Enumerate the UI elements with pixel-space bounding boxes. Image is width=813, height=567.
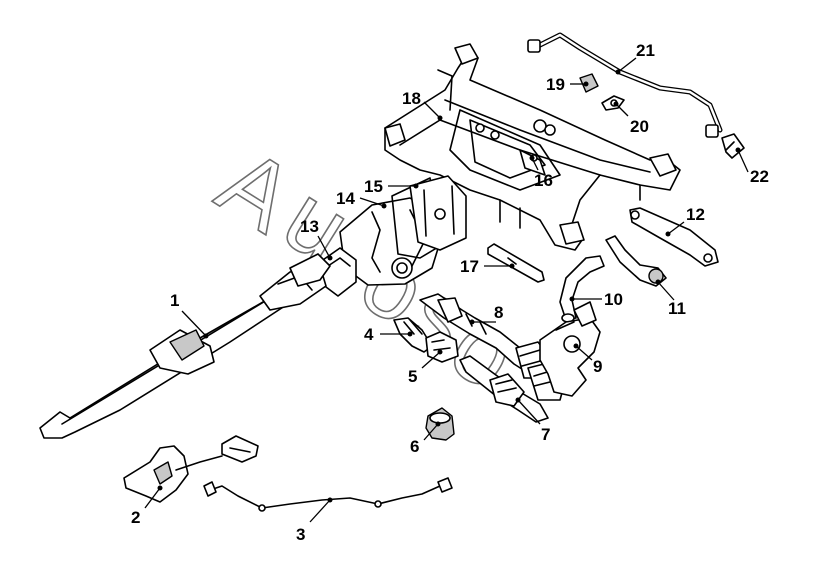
callout-label-7: 7 — [541, 425, 550, 444]
callout-label-6: 6 — [410, 437, 419, 456]
part-stabilizer-bar — [527, 32, 723, 138]
callout-label-2: 2 — [131, 508, 140, 527]
callout-label-15: 15 — [364, 177, 383, 196]
callout-label-1: 1 — [170, 291, 179, 310]
part-differential-cover — [409, 175, 467, 251]
callout-17: 17 — [460, 257, 515, 276]
callout-label-5: 5 — [408, 367, 417, 386]
callout-label-19: 19 — [546, 75, 565, 94]
callout-label-9: 9 — [593, 357, 602, 376]
callout-10: 10 — [569, 290, 623, 309]
part-hub-carrier — [539, 301, 601, 397]
callout-18: 18 — [402, 89, 443, 121]
callout-1: 1 — [170, 291, 209, 339]
callout-label-13: 13 — [300, 217, 319, 236]
callout-label-14: 14 — [336, 189, 355, 208]
part-heat-shield — [123, 435, 259, 503]
callout-4: 4 — [364, 325, 413, 344]
callout-8: 8 — [469, 303, 503, 325]
callout-7: 7 — [515, 397, 550, 444]
callout-label-16: 16 — [534, 171, 553, 190]
callout-label-18: 18 — [402, 89, 421, 108]
callout-5: 5 — [408, 349, 443, 386]
part-lower-arm — [605, 235, 667, 287]
part-propeller-shaft — [39, 253, 331, 439]
part-rear-subframe — [384, 43, 681, 251]
callout-13: 13 — [300, 217, 333, 261]
callout-16: 16 — [529, 155, 553, 190]
part-cv-joint-boot — [393, 317, 459, 363]
callout-3: 3 — [296, 497, 333, 544]
callout-20: 20 — [613, 101, 649, 136]
callout-label-10: 10 — [604, 290, 623, 309]
callout-9: 9 — [573, 343, 602, 376]
callout-label-21: 21 — [636, 41, 655, 60]
callout-2: 2 — [131, 485, 163, 527]
callout-15: 15 — [364, 177, 419, 196]
part-sensor-cable — [203, 477, 453, 512]
part-bushing-19 — [579, 73, 599, 93]
part-gasket — [391, 177, 441, 259]
callout-label-20: 20 — [630, 117, 649, 136]
callout-11: 11 — [655, 279, 686, 318]
part-adjustable-link — [487, 243, 545, 283]
callout-label-22: 22 — [750, 167, 769, 186]
callout-label-8: 8 — [494, 303, 503, 322]
callout-label-12: 12 — [686, 205, 705, 224]
part-upper-control-arm — [629, 207, 719, 267]
callout-12: 12 — [665, 205, 705, 237]
callout-label-3: 3 — [296, 525, 305, 544]
callout-14: 14 — [336, 189, 387, 209]
callout-label-11: 11 — [668, 299, 686, 318]
callout-19: 19 — [546, 75, 589, 94]
callout-22: 22 — [735, 147, 769, 186]
callout-label-17: 17 — [460, 257, 479, 276]
callout-21: 21 — [615, 41, 655, 75]
callout-label-4: 4 — [364, 325, 374, 344]
callout-6: 6 — [410, 421, 441, 456]
